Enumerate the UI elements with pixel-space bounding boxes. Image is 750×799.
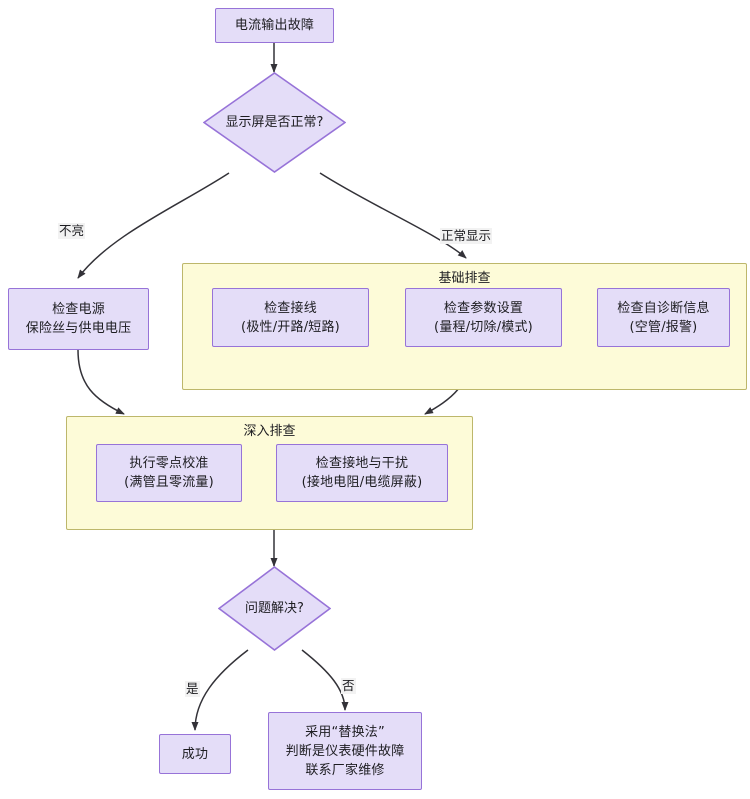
node-check-power-line2: 保险丝与供电电压 xyxy=(25,321,132,336)
node-check-grounding-line2: (接地电阻/电缆屏蔽) xyxy=(301,475,423,490)
node-check-parameters[interactable]: 检查参数设置 (量程/切除/模式) xyxy=(405,288,562,347)
node-zero-point-calibration-line1: 执行零点校准 xyxy=(129,456,209,471)
node-check-grounding-line1: 检查接地与干扰 xyxy=(315,456,409,471)
node-check-wiring[interactable]: 检查接线 (极性/开路/短路) xyxy=(212,288,369,347)
node-start-label: 电流输出故障 xyxy=(234,18,315,33)
node-decision-problem-resolved[interactable]: 问题解决? xyxy=(218,566,331,651)
edge-resolved-to-replacement xyxy=(301,649,349,711)
node-decision-display-label: 显示屏是否正常? xyxy=(225,114,324,130)
edge-label-yes: 是 xyxy=(185,681,200,697)
cluster-title-basic: 基础排查 xyxy=(438,271,491,286)
edge-power-to-deep-cluster xyxy=(77,349,125,415)
node-check-self-diagnostics[interactable]: 检查自诊断信息 (空管/报警) xyxy=(597,288,730,347)
node-start-current-output-fault[interactable]: 电流输出故障 xyxy=(215,8,334,43)
diamond-shape-display xyxy=(203,72,346,173)
node-check-self-diagnostics-line2: (空管/报警) xyxy=(629,319,698,335)
node-check-parameters-line2: (量程/切除/模式) xyxy=(434,319,533,335)
edge-display-to-basic-cluster xyxy=(319,172,467,259)
node-replacement-method[interactable]: 采用“替换法” 判断是仪表硬件故障 联系厂家维修 xyxy=(268,712,422,790)
edge-label-normal-display: 正常显示 xyxy=(440,228,493,244)
node-check-self-diagnostics-line1: 检查自诊断信息 xyxy=(617,300,710,316)
node-check-parameters-line1: 检查参数设置 xyxy=(443,300,524,316)
edge-resolved-to-success xyxy=(191,649,249,731)
edge-label-no: 否 xyxy=(341,678,356,694)
node-zero-point-calibration[interactable]: 执行零点校准 (满管且零流量) xyxy=(96,444,242,502)
edge-label-not-lit: 不亮 xyxy=(58,223,86,239)
node-decision-resolved-label: 问题解决? xyxy=(245,600,304,616)
node-check-wiring-line2: (极性/开路/短路) xyxy=(241,319,340,335)
node-success-label: 成功 xyxy=(181,746,209,762)
node-check-power-line1: 检查电源 xyxy=(52,302,105,317)
node-replacement-method-line1: 采用“替换法” xyxy=(305,724,385,740)
node-zero-point-calibration-line2: (满管且零流量) xyxy=(124,475,214,490)
node-decision-display-normal[interactable]: 显示屏是否正常? xyxy=(203,72,346,173)
node-success[interactable]: 成功 xyxy=(159,734,231,774)
cluster-title-deep: 深入排查 xyxy=(243,424,296,439)
node-replacement-method-line3: 联系厂家维修 xyxy=(305,762,385,778)
diamond-shape-resolved xyxy=(218,566,331,651)
node-check-wiring-line1: 检查接线 xyxy=(264,300,317,316)
node-check-grounding-interference[interactable]: 检查接地与干扰 (接地电阻/电缆屏蔽) xyxy=(276,444,448,502)
node-check-power[interactable]: 检查电源 保险丝与供电电压 xyxy=(8,288,149,350)
node-replacement-method-line2: 判断是仪表硬件故障 xyxy=(285,743,405,759)
